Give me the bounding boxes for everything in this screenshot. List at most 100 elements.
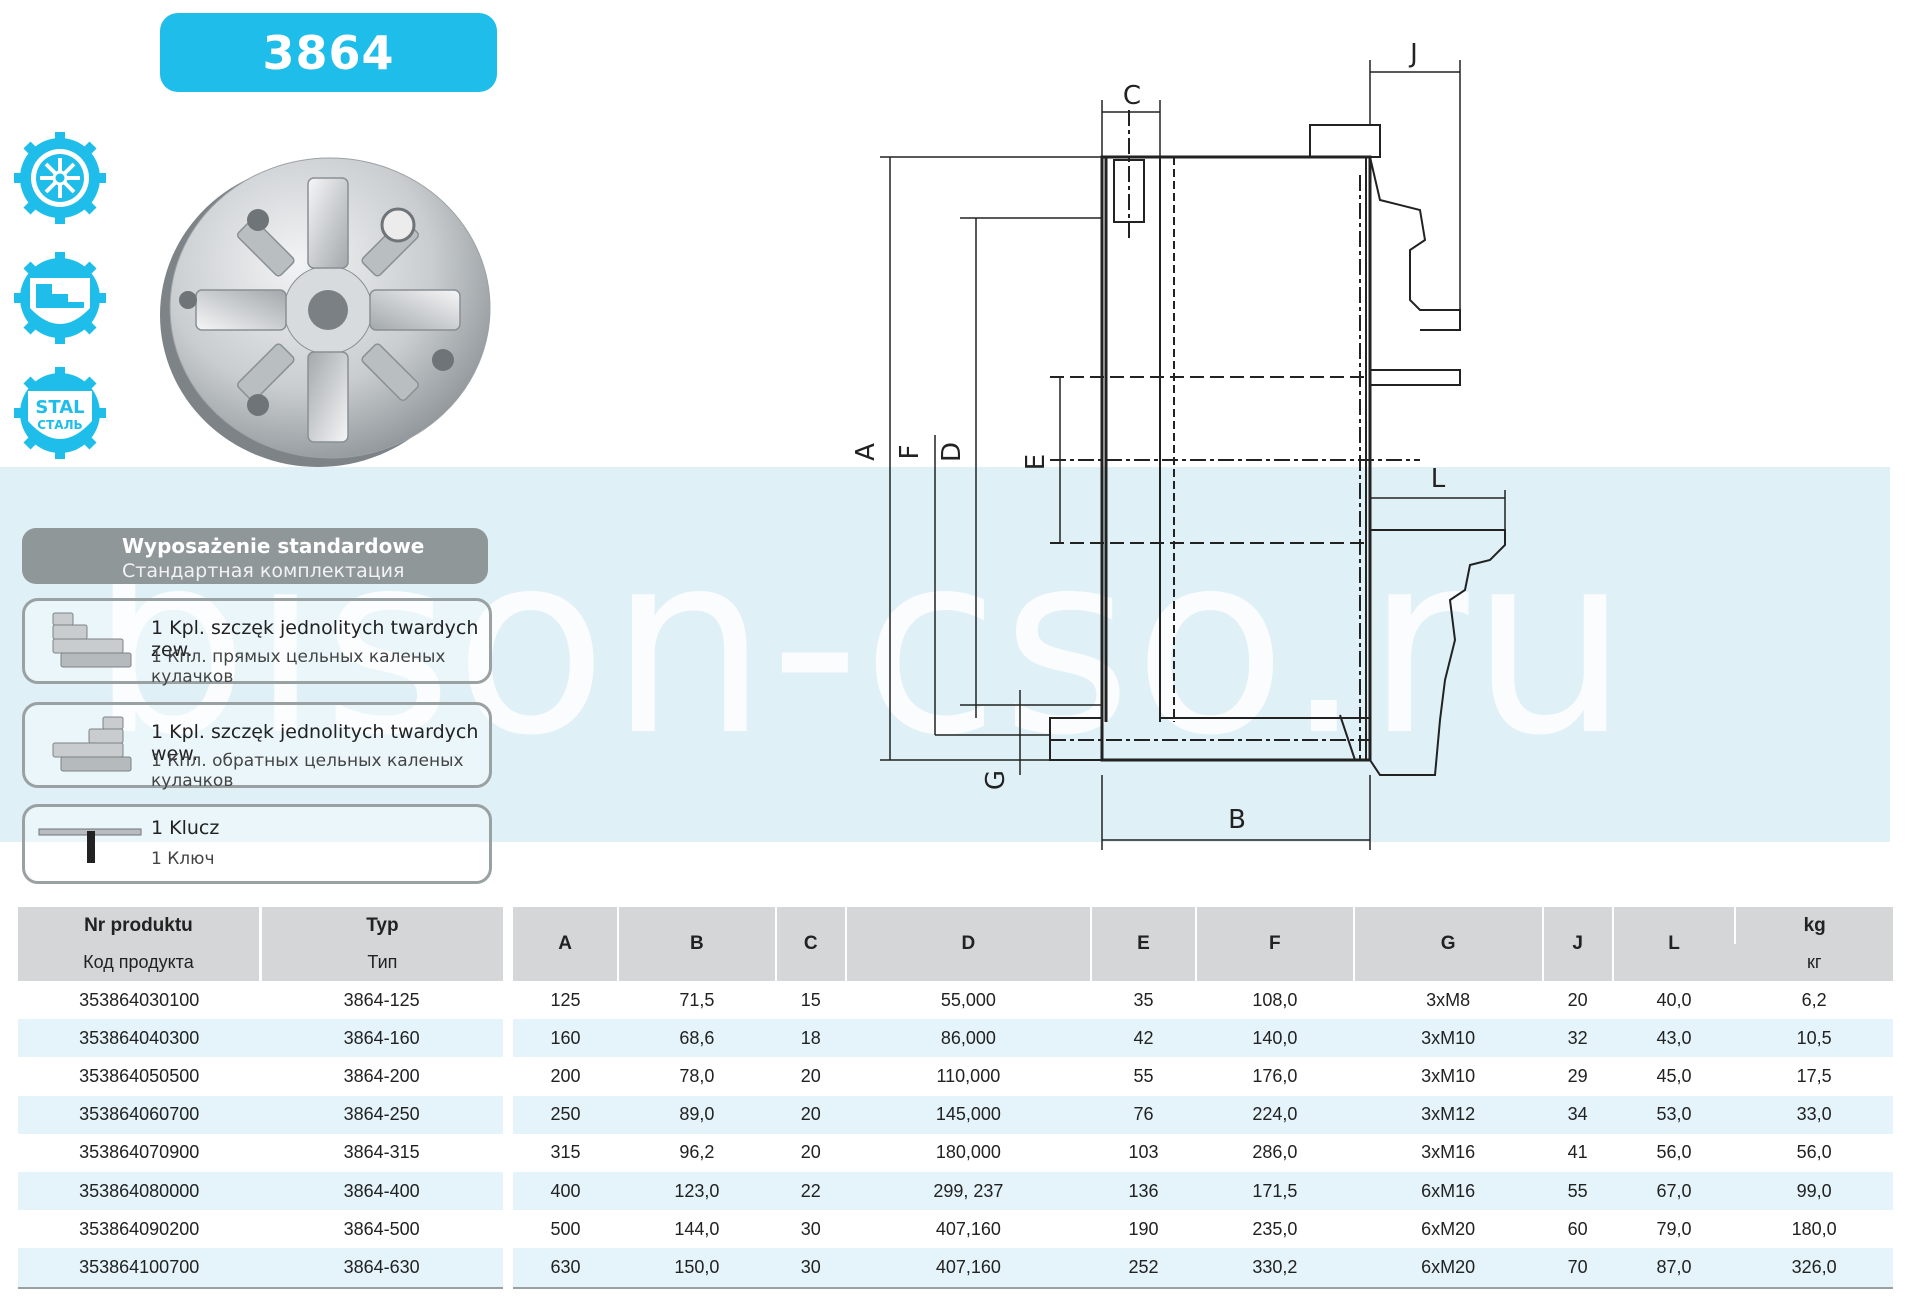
equipment-item-ru: 1 Кпл. прямых цельных каленых кулачков <box>151 647 446 687</box>
cell-d: 55,000 <box>940 989 996 1010</box>
cell-e: 35 <box>1133 989 1154 1010</box>
col-header-c: C <box>774 907 846 981</box>
product-type: 3864-125 <box>343 989 420 1010</box>
cell-b: 144,0 <box>674 1218 720 1239</box>
equipment-item-ru: 1 Кпл. обратных цельных каленых кулачков <box>151 751 464 791</box>
equipment-header: Wyposażenie standardowe Стандартная комп… <box>22 528 488 584</box>
equipment-header-ru: Стандартная комплектация <box>122 560 405 582</box>
jaw-step-shield-icon <box>14 252 106 344</box>
cell-l: 43,0 <box>1612 1019 1736 1058</box>
col-header-kg: kg <box>1734 907 1893 944</box>
dim-label-j: J <box>1408 40 1418 69</box>
cell-g: 3xM8 <box>1426 989 1471 1010</box>
page-title: 3864 <box>262 25 395 80</box>
col-header-e: E <box>1089 907 1197 981</box>
cell-a: 500 <box>550 1218 581 1239</box>
cell-l: 87,0 <box>1612 1248 1736 1289</box>
cell-b: 71,5 <box>679 989 715 1010</box>
cell-f: 171,5 <box>1196 1171 1354 1211</box>
cell-e: 190 <box>1128 1218 1159 1239</box>
product-code: 353864040300 <box>18 1019 261 1058</box>
cell-f: 286,0 <box>1252 1142 1298 1163</box>
cell-g: 6xM20 <box>1353 1248 1543 1289</box>
cell-j: 60 <box>1567 1218 1588 1239</box>
key-icon <box>38 828 142 863</box>
cell-f: 140,0 <box>1196 1019 1354 1058</box>
cell-kg: 10,5 <box>1735 1019 1893 1058</box>
product-type: 3864-500 <box>343 1218 420 1239</box>
cell-j: 55 <box>1542 1171 1613 1211</box>
cell-kg: 17,5 <box>1796 1065 1832 1086</box>
equipment-item: 1 Kpl. szczęk jednolitych twardych wew. … <box>22 702 492 791</box>
col-header-product-ru: Код продукта <box>18 944 261 981</box>
cell-d: 110,000 <box>936 1065 1001 1086</box>
product-table: Nr produktu Typ Код продукта Тип 3538640… <box>18 907 503 1289</box>
product-code: 353864090200 <box>79 1218 200 1239</box>
cell-j: 41 <box>1567 1142 1588 1163</box>
cell-kg: 326,0 <box>1735 1248 1893 1289</box>
col-header-j: J <box>1541 907 1613 981</box>
product-type: 3864-315 <box>343 1142 420 1163</box>
dim-label-b: B <box>1228 805 1246 835</box>
dim-label-a: A <box>851 443 881 461</box>
cell-b: 96,2 <box>679 1142 715 1163</box>
cell-l: 40,0 <box>1656 989 1692 1010</box>
cell-l: 79,0 <box>1656 1218 1692 1239</box>
equipment-item-pl: 1 Kpl. szczęk jednolitych twardych wew. <box>151 721 479 765</box>
product-type: 3864-160 <box>260 1019 503 1058</box>
col-header-type-pl: Typ <box>258 907 503 944</box>
cell-d: 407,160 <box>845 1248 1091 1289</box>
cell-b: 89,0 <box>618 1095 776 1134</box>
dim-label-l: L <box>1431 464 1446 494</box>
col-header-g: G <box>1352 907 1543 981</box>
product-code: 353864030100 <box>79 989 200 1010</box>
cell-l: 45,0 <box>1656 1065 1692 1086</box>
col-header-kg-ru: кг <box>1735 944 1893 981</box>
cell-l: 56,0 <box>1656 1142 1692 1163</box>
cell-g: 6xM20 <box>1421 1218 1476 1239</box>
cell-kg: 6,2 <box>1801 989 1827 1010</box>
cell-f: 108,0 <box>1252 989 1298 1010</box>
cell-e: 252 <box>1090 1248 1197 1289</box>
product-code: 353864100700 <box>18 1248 261 1289</box>
cell-c: 20 <box>800 1065 821 1086</box>
cell-a: 160 <box>513 1019 619 1058</box>
title-pill: 3864 <box>160 13 497 92</box>
cell-a: 125 <box>550 989 581 1010</box>
inner-jaws-icon <box>52 716 132 772</box>
cell-d: 180,000 <box>935 1142 1001 1163</box>
outer-jaws-icon <box>52 612 132 668</box>
product-type: 3864-400 <box>260 1171 503 1211</box>
table-row: 353864030100 3864-125 <box>18 981 503 1019</box>
product-type: 3864-630 <box>260 1248 503 1289</box>
cell-j: 70 <box>1542 1248 1613 1289</box>
cell-c: 20 <box>800 1142 821 1163</box>
cell-d: 299, 237 <box>845 1171 1091 1211</box>
cell-a: 250 <box>513 1095 619 1134</box>
cell-f: 224,0 <box>1196 1095 1354 1134</box>
product-type: 3864-200 <box>343 1065 420 1086</box>
cell-a: 315 <box>550 1142 581 1163</box>
cell-j: 34 <box>1542 1095 1613 1134</box>
cell-j: 32 <box>1542 1019 1613 1058</box>
cell-a: 630 <box>513 1248 619 1289</box>
col-header-product-pl: Nr produktu <box>18 907 261 944</box>
cell-e: 55 <box>1133 1065 1154 1086</box>
cell-kg: 33,0 <box>1735 1095 1893 1134</box>
col-header-l: L <box>1611 907 1736 981</box>
cell-d: 86,000 <box>845 1019 1091 1058</box>
cell-e: 76 <box>1090 1095 1197 1134</box>
cell-a: 400 <box>513 1171 619 1211</box>
cell-g: 3xM10 <box>1421 1065 1476 1086</box>
cell-b: 150,0 <box>618 1248 776 1289</box>
chuck-photo <box>160 157 491 467</box>
